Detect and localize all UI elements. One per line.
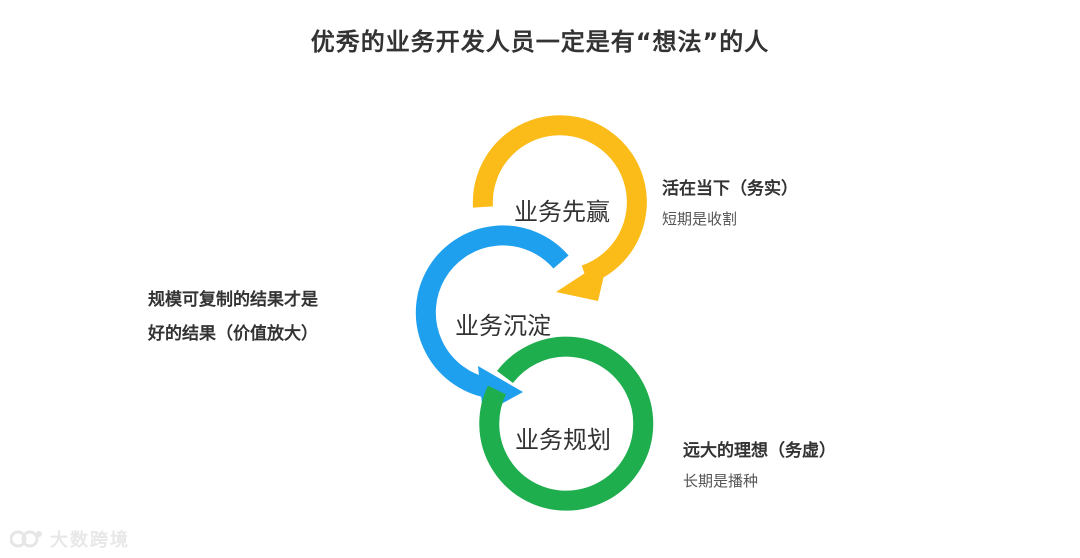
ring-green-arc (479, 336, 654, 511)
note-left: 规模可复制的结果才是 好的结果（价值放大） (148, 283, 318, 351)
watermark-text: 大数跨境 (50, 530, 130, 551)
note-top-right-sub: 短期是收割 (662, 210, 738, 228)
note-bottom-right: 远大的理想（务虚） 长期是播种 (683, 438, 836, 494)
note-left-line1: 规模可复制的结果才是 (148, 290, 318, 310)
ring-label-blue: 业务沉淀 (455, 312, 551, 340)
diagram-title: 优秀的业务开发人员一定是有“想法”的人 (310, 28, 770, 56)
watermark: 大数跨境 (10, 526, 130, 552)
note-left-line2: 好的结果（价值放大） (148, 324, 318, 344)
ring-yellow (472, 115, 647, 301)
note-bottom-right-head: 远大的理想（务虚） (683, 441, 836, 461)
note-top-right: 活在当下（务实） 短期是收割 (662, 176, 798, 232)
note-bottom-right-sub: 长期是播种 (683, 472, 759, 490)
watermark-logo-icon (10, 530, 42, 548)
ring-yellow-arrowhead (556, 258, 608, 301)
ring-label-green: 业务规划 (515, 426, 611, 454)
ring-green (479, 336, 654, 511)
ring-blue-arc (415, 225, 569, 398)
ring-yellow-arc (472, 115, 647, 285)
ring-label-yellow: 业务先赢 (514, 198, 610, 226)
note-top-right-head: 活在当下（务实） (662, 179, 798, 199)
